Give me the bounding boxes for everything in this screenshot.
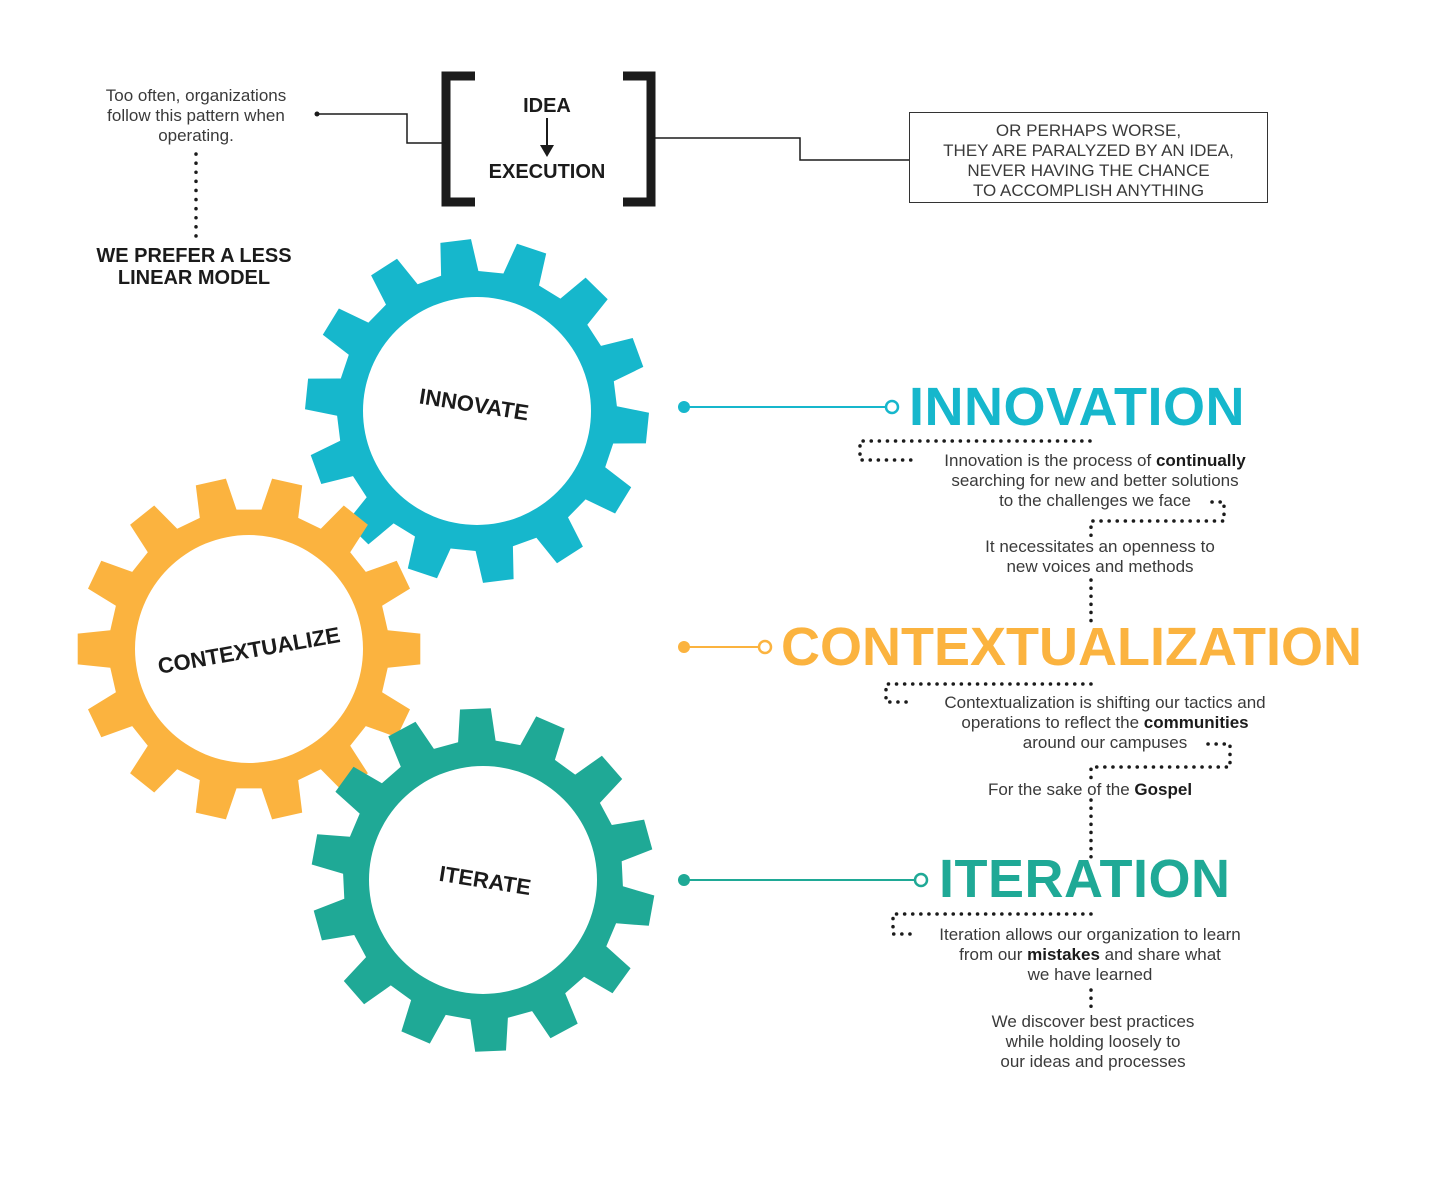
paralyzed-line-1: OR PERHAPS WORSE, xyxy=(995,121,1182,140)
gospel-text: For the sake of the xyxy=(987,780,1135,799)
innovation-openness: It necessitates an openness to new voice… xyxy=(940,537,1260,577)
pattern-note-line-2: follow this pattern when xyxy=(107,106,285,125)
right-bracket xyxy=(623,71,656,207)
paralyzed-line-2: THEY ARE PARALYZED BY AN IDEA, xyxy=(943,141,1234,160)
paralyzed-line-4: TO ACCOMPLISH ANYTHING xyxy=(972,181,1205,200)
pattern-note-line-3: operating. xyxy=(158,126,234,145)
contextualize-gear xyxy=(77,478,421,820)
contextualization-desc-text: operations to reflect the xyxy=(961,713,1144,732)
iteration-practices: We discover best practices while holding… xyxy=(943,1012,1243,1072)
iteration-desc-text: from our xyxy=(959,945,1028,964)
innovation-openness-line-1: It necessitates an openness to xyxy=(985,537,1215,556)
idea-arrow-head xyxy=(540,145,554,157)
contextualization-desc-line-3: around our campuses xyxy=(1022,733,1188,752)
iteration-desc-text-2: and share what xyxy=(1099,945,1221,964)
iteration-practices-line-1: We discover best practices xyxy=(991,1012,1195,1031)
innovate-gear xyxy=(305,239,649,583)
iterate-gear xyxy=(311,708,655,1052)
innovation-desc-text: Innovation is the process of xyxy=(944,451,1156,470)
prefer-linear-model: WE PREFER A LESS LINEAR MODEL xyxy=(72,245,316,289)
iteration-desc-line-2: from our mistakes and share what xyxy=(900,945,1280,965)
contextualization-connector xyxy=(678,639,773,655)
contextualization-desc-bold: communities xyxy=(1143,713,1249,732)
innovation-description: Innovation is the process of continually… xyxy=(905,451,1285,511)
gospel-bold: Gospel xyxy=(1134,780,1193,799)
box-connector xyxy=(651,137,910,161)
contextualization-desc-line-2: operations to reflect the communities xyxy=(905,713,1305,733)
contextualization-heading: CONTEXTUALIZATION xyxy=(781,617,1362,677)
innovation-desc-bold: continually xyxy=(1155,451,1246,470)
paralyzed-box: OR PERHAPS WORSE, THEY ARE PARALYZED BY … xyxy=(909,112,1268,203)
contextualization-description: Contextualization is shifting our tactic… xyxy=(905,693,1305,753)
iteration-connector xyxy=(678,872,929,888)
gospel-line: For the sake of the Gospel xyxy=(940,780,1240,800)
execution-label: EXECUTION xyxy=(488,161,606,183)
pattern-note: Too often, organizations follow this pat… xyxy=(80,86,312,146)
left-bracket xyxy=(441,71,475,207)
prefer-line-1: WE PREFER A LESS xyxy=(96,245,292,267)
iteration-practices-line-2: while holding loosely to xyxy=(1005,1032,1181,1051)
idea-label: IDEA xyxy=(523,95,571,117)
innovation-desc-line-1: Innovation is the process of continually xyxy=(905,451,1285,471)
pattern-note-line-1: Too often, organizations xyxy=(105,86,287,105)
paralyzed-line-3: NEVER HAVING THE CHANCE xyxy=(967,161,1210,180)
note-connector xyxy=(317,113,446,144)
iteration-desc-line-1: Iteration allows our organization to lea… xyxy=(939,925,1241,944)
iteration-desc-bold: mistakes xyxy=(1027,945,1100,964)
innovation-heading: INNOVATION xyxy=(909,377,1245,437)
contextualization-desc-line-1: Contextualization is shifting our tactic… xyxy=(944,693,1266,712)
iteration-desc-line-3: we have learned xyxy=(1027,965,1153,984)
dotted-guides xyxy=(858,439,1232,1012)
iteration-description: Iteration allows our organization to lea… xyxy=(900,925,1280,985)
prefer-line-2: LINEAR MODEL xyxy=(117,267,271,289)
innovation-desc-line-3: to the challenges we face xyxy=(999,491,1191,510)
iteration-practices-line-3: our ideas and processes xyxy=(1000,1052,1186,1071)
innovation-openness-line-2: new voices and methods xyxy=(1006,557,1194,576)
innovation-desc-line-2: searching for new and better solutions xyxy=(951,471,1239,490)
contextualization-gospel: For the sake of the Gospel xyxy=(940,780,1240,800)
innovation-connector xyxy=(678,399,900,415)
iteration-heading: ITERATION xyxy=(939,849,1231,909)
